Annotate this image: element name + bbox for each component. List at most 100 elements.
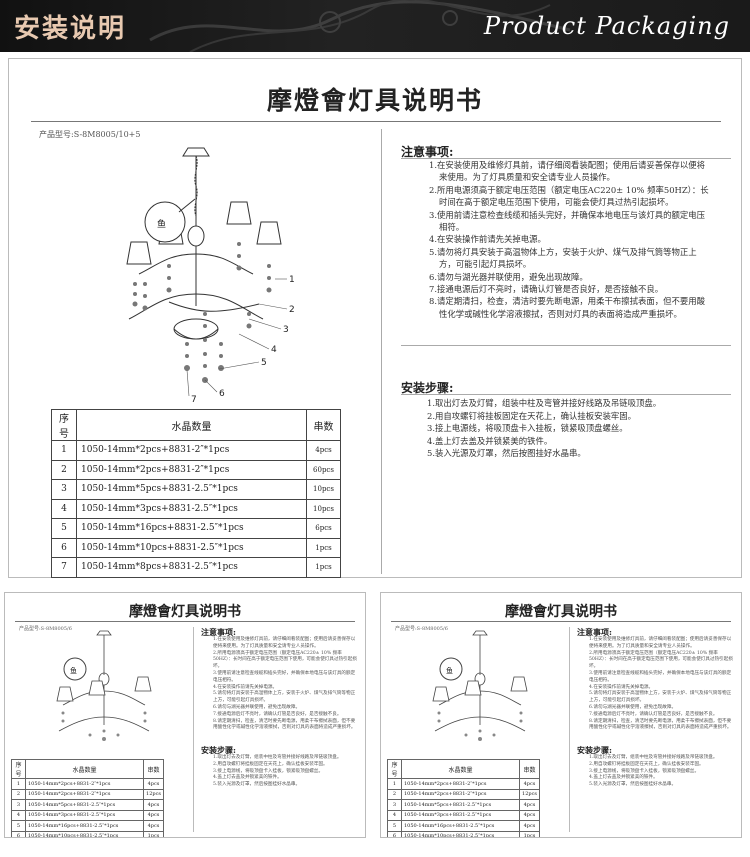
row-count: 4pcs bbox=[306, 440, 341, 461]
row-count: 4pcs bbox=[143, 809, 164, 821]
step-item: 2.用自攻螺钉将挂板固定在天花上，确认挂板安装牢固。 bbox=[427, 410, 636, 421]
thumb-steps-title: 安装步骤: bbox=[577, 745, 612, 755]
thumb-step: 1.取出灯去及灯臂，组装中柱及弯管并接好线路及吊链吸顶盘。 bbox=[213, 755, 342, 760]
thumb-note: 5.请勿将灯具安装于高温物体上方，安装于火炉、煤气及排气筒等物正上方，可能引起灯… bbox=[213, 691, 356, 704]
row-count: 4pcs bbox=[519, 778, 540, 790]
thumb-note: 7.接通电源后灯不亮时，请确认灯管是否良好，是否接触不良。 bbox=[213, 711, 342, 717]
thumb-col-no: 序号 bbox=[387, 759, 402, 779]
part-number: 7 bbox=[191, 395, 197, 405]
model-number: 产品型号:S-8M8005/10+5 bbox=[39, 130, 141, 139]
note-item: 6.请勿与湖光器并联使用，避免出现故障。 bbox=[429, 271, 588, 282]
thumb-notes-title: 注意事项: bbox=[201, 627, 236, 637]
banner-title-en: Product Packaging bbox=[483, 12, 730, 40]
row-no: 3 bbox=[387, 799, 402, 811]
instruction-sheet-thumb-left: 摩燈會灯具说明书 产品型号:S-8M8005/6 鱼 注意事项: 1.在安装使用… bbox=[4, 592, 366, 838]
row-count: 12pcs bbox=[519, 788, 540, 800]
notes-divider bbox=[401, 158, 731, 159]
thumb-note: 5.请勿将灯具安装于高温物体上方，安装于火炉、煤气及排气筒等物正上方，可能引起灯… bbox=[589, 691, 732, 704]
thumb-steps-title: 安装步骤: bbox=[201, 745, 236, 755]
row-count: 4pcs bbox=[143, 799, 164, 811]
row-desc: 1050-14mm*3pcs+8831-2.5″*1pcs bbox=[401, 809, 520, 821]
part-number: 3 bbox=[283, 325, 289, 335]
row-no: 1 bbox=[11, 778, 26, 790]
row-desc: 1050-14mm*10pcs+8831-2.5″*1pcs bbox=[76, 537, 307, 558]
row-desc: 1050-14mm*2pcs+8831-2″*1pcs bbox=[76, 459, 307, 480]
part-number: 6 bbox=[219, 389, 225, 399]
thumb-note: 3.使用前请注意检查线缆和插头完好，并确保本地电压与该灯具的额定电压相符。 bbox=[589, 670, 732, 683]
row-desc: 1050-14mm*2pcs+8831-2″*1pcs bbox=[401, 778, 520, 790]
row-count: 10pcs bbox=[306, 498, 341, 519]
ornament-swirl-icon bbox=[149, 0, 571, 52]
thumb-model: 产品型号:S-8M8005/6 bbox=[395, 626, 448, 632]
row-no: 6 bbox=[11, 830, 26, 837]
row-no: 6 bbox=[51, 537, 77, 558]
thumb-note: 4.在安装操作前请先关掉电源。 bbox=[589, 684, 654, 690]
part-number: 4 bbox=[271, 345, 277, 355]
thumb-step: 5.装入光源及灯罩，然后按图挂好水晶串。 bbox=[213, 782, 301, 788]
step-item: 5.装入光源及灯罩，然后按图挂好水晶串。 bbox=[427, 448, 586, 459]
row-no: 5 bbox=[11, 820, 26, 832]
thumb-note: 6.请勿与湖光器并联使用，避免出现故障。 bbox=[589, 704, 677, 710]
steps-title: 安装步骤: bbox=[401, 381, 454, 395]
thumb-col-crystal: 水晶数量 bbox=[401, 759, 520, 779]
instruction-sheet-thumb-right: 摩燈會灯具说明书 产品型号:S-8M8005/6 鱼 注意事项: 1.在安装使用… bbox=[380, 592, 742, 838]
title-divider bbox=[31, 121, 721, 122]
row-desc: 1050-14mm*3pcs+8831-2.5″*1pcs bbox=[25, 809, 144, 821]
note-item: 2.所用电源须高于额定电压范围（额定电压AC220± 10% 频率50HZ）：长… bbox=[429, 184, 709, 208]
row-desc: 1050-14mm*2pcs+8831-2″*1pcs bbox=[401, 788, 520, 800]
row-desc: 1050-14mm*5pcs+8831-2.5″*1pcs bbox=[401, 799, 520, 811]
part-number: 1 bbox=[289, 275, 295, 285]
thumb-step: 2.用自攻螺钉将挂板固定在天花上，确认挂板安装牢固。 bbox=[213, 761, 328, 767]
notes-list: 1.在安装使用及维修灯具前，请仔细阅看装配图；使用后请妥善保存以便将来使用。为了… bbox=[429, 159, 709, 320]
note-item: 1.在安装使用及维修灯具前，请仔细阅看装配图；使用后请妥善保存以便将来使用。为了… bbox=[429, 160, 705, 183]
row-count: 4pcs bbox=[519, 799, 540, 811]
row-no: 1 bbox=[387, 778, 402, 790]
thumb-step: 3.接上电源线，将吸顶盘卡入挂板，锁紧吸顶盘螺丝。 bbox=[589, 768, 700, 774]
detail-bubble-label: 鱼 bbox=[157, 218, 166, 230]
step-item: 3.接上电源线，将吸顶盘卡入挂板，锁紧吸顶盘螺丝。 bbox=[427, 423, 628, 434]
row-no: 1 bbox=[51, 440, 77, 461]
row-no: 3 bbox=[11, 799, 26, 811]
thumb-title: 摩燈會灯具说明书 bbox=[129, 604, 241, 620]
row-no: 4 bbox=[387, 809, 402, 821]
note-item: 3.使用前请注意检查线缆和插头完好，并确保本地电压与该灯具的额定电压相符。 bbox=[429, 209, 705, 233]
col-header-count: 串数 bbox=[306, 409, 341, 441]
row-count: 4pcs bbox=[519, 820, 540, 832]
thumb-bubble-label: 鱼 bbox=[70, 666, 77, 675]
thumb-notes-list: 1.在安装使用及维修灯具前，请仔细阅看装配图；使用后请妥善保存以便将来使用。为了… bbox=[589, 637, 735, 732]
row-desc: 1050-14mm*16pcs+8831-2.5″*1pcs bbox=[25, 820, 144, 832]
row-count: 4pcs bbox=[519, 809, 540, 821]
thumb-model: 产品型号:S-8M8005/6 bbox=[19, 626, 72, 632]
row-count: 60pcs bbox=[306, 459, 341, 480]
thumb-divider bbox=[15, 621, 355, 622]
thumb-column-divider bbox=[569, 627, 570, 832]
thumb-note: 8.请定期清扫，检查，清洁时要先断电源，用柔干布擦拭表面，但不要用酸性化学或碱性… bbox=[213, 718, 356, 731]
thumb-notes-title: 注意事项: bbox=[577, 627, 612, 637]
row-count: 12pcs bbox=[143, 788, 164, 800]
row-desc: 1050-14mm*3pcs+8831-2.5″*1pcs bbox=[76, 498, 307, 519]
row-no: 4 bbox=[51, 498, 77, 519]
note-item: 5.请勿将灯具安装于高温物体上方，安装于火炉、煤气及排气筒等物正上方，可能引起灯… bbox=[429, 246, 697, 270]
thumb-step: 4.盖上灯去盖及并锁紧美的铁件。 bbox=[213, 775, 282, 781]
row-desc: 1050-14mm*2pcs+8831-2″*1pcs bbox=[25, 788, 144, 800]
row-no: 5 bbox=[387, 820, 402, 832]
thumb-step: 1.取出灯去及灯臂，组装中柱及弯管并接好线路及吊链吸顶盘。 bbox=[589, 755, 718, 760]
thumb-note: 3.使用前请注意检查线缆和插头完好，并确保本地电压与该灯具的额定电压相符。 bbox=[213, 670, 356, 683]
instruction-sheet-main: 摩燈會灯具说明书 产品型号:S-8M8005/10+5 bbox=[8, 58, 742, 578]
row-no: 2 bbox=[51, 459, 77, 480]
col-header-no: 序号 bbox=[51, 409, 77, 441]
chandelier-diagram-thumb: 鱼 bbox=[432, 630, 528, 741]
thumb-note: 4.在安装操作前请先关掉电源。 bbox=[213, 684, 278, 690]
